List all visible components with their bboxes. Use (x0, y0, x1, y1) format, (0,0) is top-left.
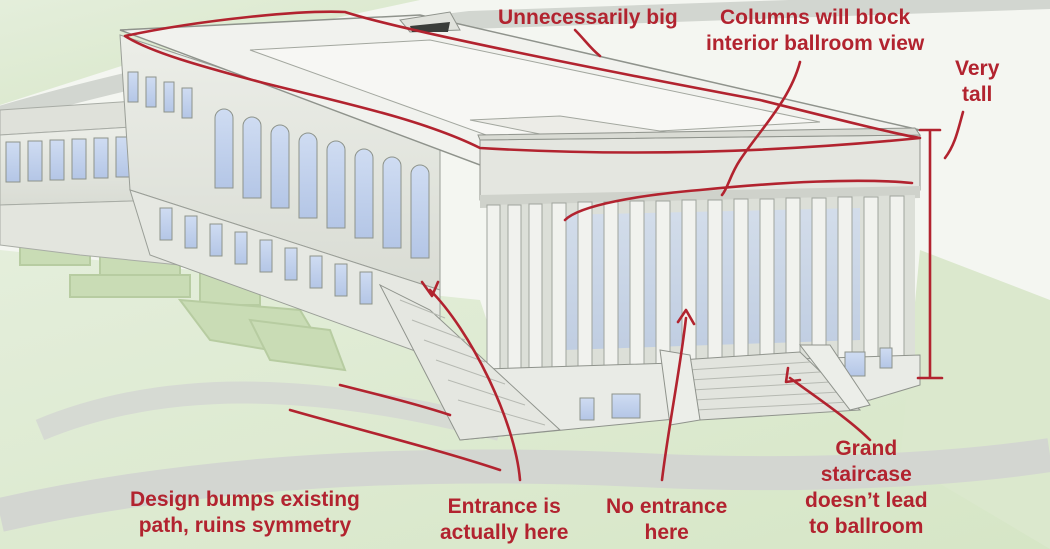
roof-hatch-shadow (410, 22, 450, 32)
path-lower (0, 438, 1050, 532)
annotation-line: staircase (820, 463, 912, 486)
annotation-line: Very (955, 57, 1000, 80)
columns-leader (720, 60, 802, 197)
annotation-line: Columns will block (720, 6, 911, 29)
roof-outline-mark (123, 10, 922, 154)
columns-block-annotation: Columns will block interior ballroom vie… (706, 5, 924, 57)
stair-cheek-right (798, 344, 871, 411)
annotation-line: path, ruins symmetry (138, 514, 352, 537)
annotation-line: here (644, 521, 689, 544)
left-wing-windows (5, 135, 153, 183)
annotation-line: tall (962, 83, 993, 106)
path-bump-mark (288, 408, 502, 472)
arched-windows (214, 108, 430, 259)
annotation-line: actually here (440, 521, 569, 544)
unnecessarily-big-annotation: Unnecessarily big (498, 5, 678, 31)
side-stair-steps (399, 299, 546, 426)
path-curve (35, 381, 503, 441)
annotation-line: Entrance is (447, 495, 561, 518)
roof-raised-box (249, 39, 821, 141)
design-bumps-annotation: Design bumps existing path, ruins symmet… (130, 487, 360, 539)
very-tall-leader (943, 110, 965, 160)
podium-windows (579, 347, 893, 421)
annotation-line: interior ballroom view (706, 32, 925, 55)
annotation-line: to ballroom (809, 515, 924, 538)
annotation-line: Grand (835, 437, 898, 460)
annotation-line: Unnecessarily big (498, 6, 678, 29)
grand-stair-steps (687, 361, 851, 411)
annotation-marks (123, 10, 965, 482)
annotation-line: doesn’t lead (805, 489, 928, 512)
arcade-openings (159, 207, 373, 305)
colonnade (486, 195, 905, 376)
no-entrance-arrow (660, 308, 696, 482)
annotation-line: Design bumps existing (130, 488, 360, 511)
entrance-here-annotation: Entrance is actually here (440, 494, 568, 546)
annotation-line: No entrance (606, 495, 728, 518)
front-balustrade (477, 127, 921, 141)
path-bump-mark-2 (338, 383, 452, 417)
side-entrance-arrow (420, 280, 522, 482)
height-bracket (916, 128, 944, 380)
grand-staircase-annotation: Grand staircase doesn’t lead to ballroom (805, 436, 928, 540)
grand-staircase-arrow (784, 366, 872, 442)
side-small-windows (127, 71, 193, 119)
no-entrance-annotation: No entrance here (606, 494, 727, 546)
roof-mark-leader (573, 28, 602, 58)
colonnade-outline-mark (563, 179, 914, 222)
very-tall-annotation: Very tall (955, 56, 999, 108)
lawn-upper-left (0, 0, 420, 105)
